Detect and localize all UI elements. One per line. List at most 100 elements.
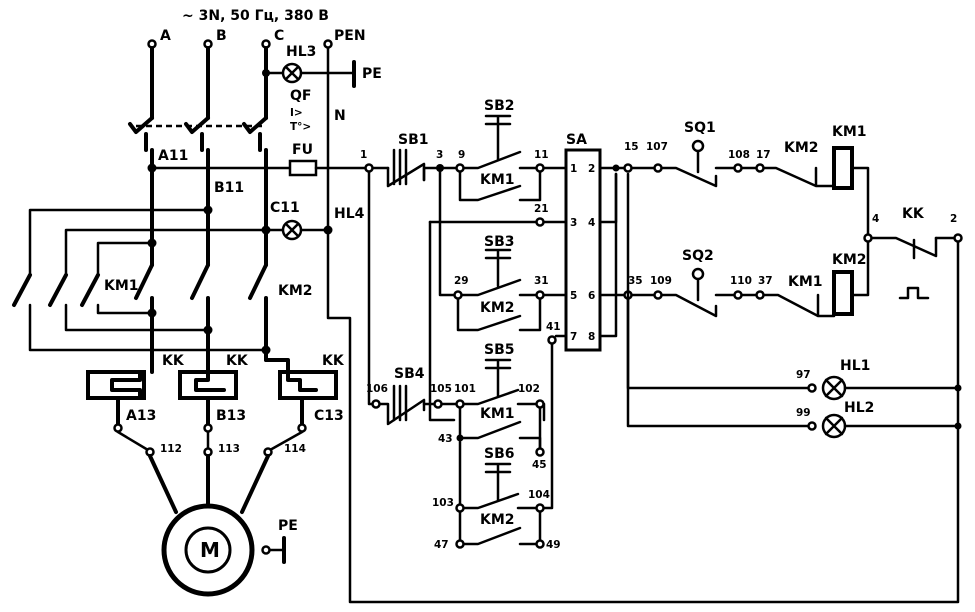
c11-label: C11	[270, 200, 300, 216]
km1-power-label: KM1	[104, 278, 139, 294]
node-hl1-n	[954, 384, 962, 392]
switch-sa	[564, 148, 602, 352]
terminal-108	[733, 163, 743, 173]
wire-num-102: 102	[518, 383, 540, 395]
terminal-41	[547, 335, 557, 345]
hl1-label: HL1	[840, 358, 870, 374]
sb6-label: SB6	[484, 446, 515, 462]
wire-left-bus	[428, 220, 456, 422]
wire-num-43: 43	[438, 433, 453, 445]
wire-num-109: 109	[650, 275, 672, 287]
wire-km2-coil-out	[850, 240, 870, 297]
motor-pe-terminal	[261, 545, 271, 555]
terminal-1	[364, 163, 374, 173]
km1-hold-label: KM1	[480, 172, 515, 188]
sa-c8: 8	[588, 331, 595, 343]
terminal-4	[863, 233, 873, 243]
wire-pen-n-return	[326, 46, 960, 604]
terminal-c13	[297, 423, 307, 433]
terminal-99	[807, 421, 817, 431]
lamp-hl4	[281, 219, 303, 241]
wire-num-107: 107	[646, 141, 668, 153]
wire-num-9: 9	[458, 149, 465, 161]
button-sb2	[462, 114, 538, 170]
wire-num-103: 103	[432, 497, 454, 509]
lamp-hl2	[821, 413, 847, 439]
sq1-label: SQ1	[684, 120, 716, 136]
terminal-110	[733, 290, 743, 300]
terminal-37	[755, 290, 765, 300]
wire-c13-114	[268, 430, 304, 452]
km2-hold-contact	[456, 297, 542, 332]
node-km2-c	[261, 345, 271, 355]
coil-km1	[832, 146, 854, 190]
button-sb1	[386, 148, 438, 188]
sa-c4: 4	[588, 217, 595, 229]
terminal-9	[455, 163, 465, 173]
coil-km2	[832, 270, 854, 316]
wire-num-11: 11	[534, 149, 549, 161]
terminal-102	[535, 399, 545, 409]
km2-main-contacts	[12, 273, 268, 352]
terminal-29	[453, 290, 463, 300]
motor-pe-label: PE	[278, 518, 298, 534]
button-sb3	[460, 248, 538, 297]
phase-a-label: A	[160, 28, 171, 44]
wire-km1-coil-out	[850, 166, 870, 236]
lamp-hl1	[821, 375, 847, 401]
node-km2-b	[203, 325, 213, 335]
b11-label: B11	[214, 180, 244, 196]
sb4-label: SB4	[394, 366, 425, 382]
wire-num-4: 4	[872, 213, 879, 225]
terminal-31	[535, 290, 545, 300]
wire-num-106: 106	[366, 383, 388, 395]
wire-num-110: 110	[730, 275, 752, 287]
wire-c11-cross	[64, 228, 268, 277]
sb2-label: SB2	[484, 98, 515, 114]
wire-41-down	[540, 342, 554, 510]
wire-a-reverse	[96, 241, 154, 277]
km2-interlock-label: KM2	[784, 140, 819, 156]
terminal-105	[433, 399, 443, 409]
a11-label: A11	[158, 148, 188, 164]
supply-header: ~ 3N, 50 Гц, 380 В	[182, 8, 329, 24]
thermal-relay-a	[86, 358, 154, 400]
limit-switch-sq1	[660, 139, 718, 188]
sb5-label: SB5	[484, 342, 515, 358]
terminal-15	[623, 163, 633, 173]
terminal-21	[535, 217, 545, 227]
km2-coil-label: KM2	[832, 252, 867, 268]
node-112-label: 112	[160, 443, 182, 455]
phase-b-label: B	[216, 28, 227, 44]
node-c-hl3	[262, 69, 270, 77]
lamp-hl3	[281, 62, 303, 84]
wire-num-45: 45	[532, 459, 547, 471]
km1-sb5-contact	[458, 420, 542, 450]
node-113-label: 113	[218, 443, 240, 455]
motor-inner	[184, 526, 232, 574]
terminal-47	[455, 539, 465, 549]
terminal-45	[535, 447, 545, 457]
hl2-label: HL2	[844, 400, 874, 416]
terminal-2	[953, 233, 963, 243]
km1-main-contacts	[134, 263, 268, 300]
sb1-label: SB1	[398, 132, 429, 148]
n-label: N	[334, 108, 346, 124]
terminal-a13	[113, 423, 123, 433]
terminal-11	[535, 163, 545, 173]
button-sb6	[462, 462, 538, 510]
c13-label: C13	[314, 408, 344, 424]
sa-c3: 3	[570, 217, 577, 229]
wire-a13-112	[116, 430, 150, 452]
wire-num-41: 41	[546, 321, 561, 333]
qf-mark-thermal: T°>	[290, 121, 311, 133]
sa-c2: 2	[588, 163, 595, 175]
wire-sa4-up	[598, 172, 618, 224]
terminal-b13	[203, 423, 213, 433]
wire-num-29: 29	[454, 275, 469, 287]
terminal-101	[455, 399, 465, 409]
sa-c6: 6	[588, 290, 595, 302]
wire-b11-cross	[28, 208, 210, 277]
fuse-fu	[288, 159, 318, 177]
